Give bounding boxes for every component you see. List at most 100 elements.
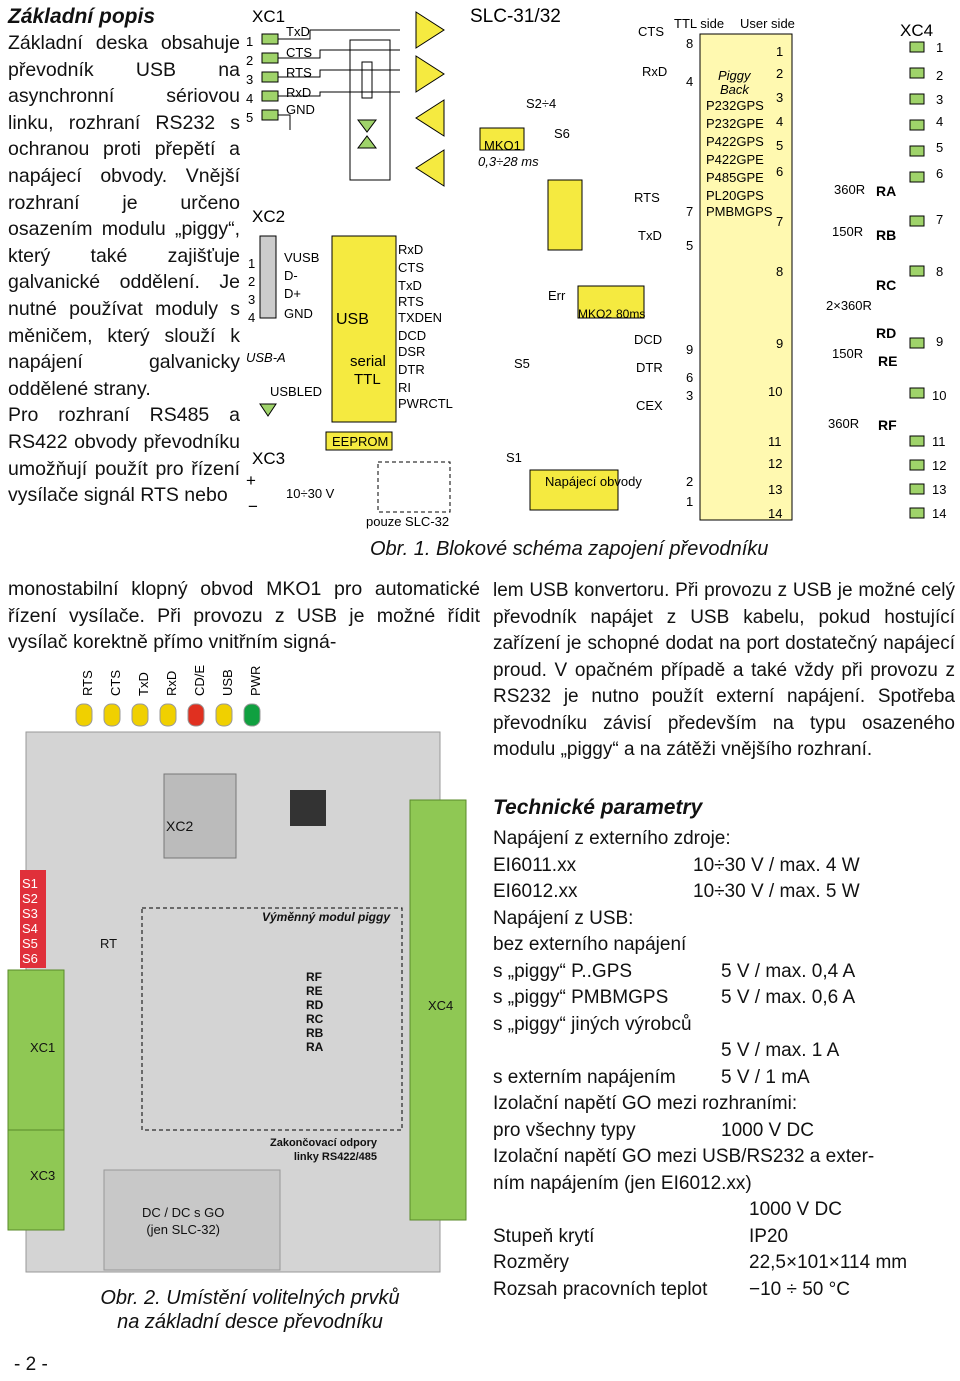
svg-text:P422GPS: P422GPS [706, 134, 764, 149]
ttl-label: TTL [354, 371, 381, 388]
svg-text:DCD: DCD [398, 328, 426, 343]
svg-text:USB: USB [220, 669, 235, 696]
usbled-label: USBLED [270, 384, 322, 399]
svg-text:Back: Back [720, 82, 750, 97]
user-pins: 1 2 3 4 5 6 7 8 9 10 11 12 13 14 [768, 44, 783, 521]
tech-params-heading: Technické parametry [493, 796, 703, 819]
svg-text:DCD: DCD [634, 332, 662, 347]
svg-text:RD: RD [876, 325, 896, 341]
svg-text:DTR: DTR [398, 362, 425, 377]
xc2-sig-dminus: D- [284, 268, 298, 283]
piggy-label: Piggy [718, 68, 752, 83]
svg-text:P485GPE: P485GPE [706, 170, 764, 185]
svg-text:4: 4 [686, 74, 693, 89]
svg-text:4: 4 [936, 114, 943, 129]
svg-text:P232GPE: P232GPE [706, 116, 764, 131]
mko1-time: 0,3÷28 ms [478, 154, 539, 169]
board-xc4-label: XC4 [428, 998, 454, 1013]
switch-s2[interactable]: S2 [22, 891, 38, 906]
xc2-sig-gnd: GND [284, 306, 313, 321]
spec-row: Rozsah pracovních teplot−10 ÷ 50 °C [493, 1278, 850, 1300]
xc3-label: XC3 [252, 449, 285, 468]
figure1-caption: Obr. 1. Blokové schéma zapojení převodní… [370, 538, 769, 560]
svg-text:6: 6 [776, 164, 783, 179]
spec-row: Napájení z externího zdroje: [493, 828, 731, 849]
svg-text:4: 4 [246, 91, 253, 106]
svg-text:RI: RI [398, 380, 411, 395]
svg-text:PL20GPS: PL20GPS [706, 188, 764, 203]
board-xc1-label: XC1 [30, 1040, 56, 1055]
svg-text:RTS: RTS [634, 190, 660, 205]
xc1-sig-rxd: RxD [286, 85, 311, 100]
switch-s4[interactable]: S4 [22, 921, 38, 936]
svg-text:RA: RA [876, 183, 896, 199]
svg-text:TxD: TxD [638, 228, 662, 243]
mko2-label: MKO2 [578, 307, 612, 321]
switch-s5[interactable]: S5 [22, 936, 38, 951]
svg-text:1: 1 [248, 256, 255, 271]
err-label: Err [548, 288, 566, 303]
svg-text:8: 8 [776, 264, 783, 279]
svg-text:5: 5 [686, 238, 693, 253]
xc2-sig-vusb: VUSB [284, 250, 319, 265]
svg-text:3: 3 [686, 388, 693, 403]
svg-text:14: 14 [932, 506, 946, 521]
svg-text:TxD: TxD [136, 672, 151, 696]
svg-text:3: 3 [776, 90, 783, 105]
xc4-label: XC4 [900, 21, 933, 40]
svg-text:TxD: TxD [398, 278, 422, 293]
intro-paragraph: Základní deska obsahuje převodník USB na… [8, 32, 240, 400]
spec-row: bez externího napájení [493, 934, 687, 955]
board-xc2-label: XC2 [166, 818, 194, 834]
svg-text:14: 14 [768, 506, 782, 521]
svg-text:3: 3 [246, 72, 253, 87]
svg-text:P422GPE: P422GPE [706, 152, 764, 167]
termination-label: Zakončovací odpory linky RS422/485 [270, 1137, 377, 1163]
term-resistors: 360R RA 150R RB RC 2×360R RD 150R RE 360… [826, 182, 897, 433]
usb-chip-signals: RxD CTS TxD RTS TXDEN DCD DSR DTR RI PWR… [398, 242, 453, 411]
pouze-label: pouze SLC-32 [366, 514, 449, 529]
s1-label: S1 [506, 450, 522, 465]
svg-text:RF: RF [878, 417, 897, 433]
svg-text:9: 9 [776, 336, 783, 351]
xc2-pins: 1 2 3 4 [248, 256, 255, 325]
svg-text:12: 12 [768, 456, 782, 471]
figure2-caption: Obr. 2. Umístění volitelných prvků na zá… [100, 1287, 400, 1333]
svg-text:2: 2 [776, 66, 783, 81]
mid-signals: CTS RxD RTS TxD DCD DTR CEX [634, 24, 667, 413]
spec-row: s „piggy“ jiných výrobců [493, 1013, 692, 1035]
switch-s3[interactable]: S3 [22, 906, 38, 921]
switch-s1[interactable]: S1 [22, 876, 38, 891]
board-rt-label: RT [100, 936, 118, 951]
usb-chip-label: USB [336, 311, 369, 328]
switch-s6[interactable]: S6 [22, 951, 38, 966]
svg-text:150R: 150R [832, 224, 863, 239]
svg-text:RxD: RxD [398, 242, 423, 257]
mko1-label: MKO1 [484, 138, 521, 153]
svg-text:13: 13 [768, 482, 782, 497]
board-drawing: RTS CTS TxD RxD CD/E USB PWR [7, 665, 467, 1273]
svg-text:3: 3 [936, 92, 943, 107]
svg-text:10: 10 [768, 384, 782, 399]
svg-text:360R: 360R [828, 416, 859, 431]
svg-text:2×360R: 2×360R [826, 298, 872, 313]
xc4-pins: 1 2 3 4 5 6 7 8 9 10 11 12 13 14 [932, 40, 946, 521]
svg-text:TXDEN: TXDEN [398, 310, 442, 325]
svg-text:−: − [248, 497, 258, 516]
svg-text:3: 3 [248, 292, 255, 307]
svg-text:DSR: DSR [398, 344, 425, 359]
svg-text:7: 7 [776, 214, 783, 229]
svg-text:RxD: RxD [164, 671, 179, 696]
board-figure: RTS CTS TxD RxD CD/E USB PWR [0, 660, 480, 1300]
svg-text:8: 8 [686, 36, 693, 51]
svg-text:RTS: RTS [398, 294, 424, 309]
svg-text:RTS: RTS [80, 670, 95, 696]
s2-label: S2÷4 [526, 96, 556, 111]
spec-row: 5 V / max. 1 A [721, 1040, 840, 1061]
svg-text:5: 5 [936, 140, 943, 155]
svg-text:8: 8 [936, 264, 943, 279]
